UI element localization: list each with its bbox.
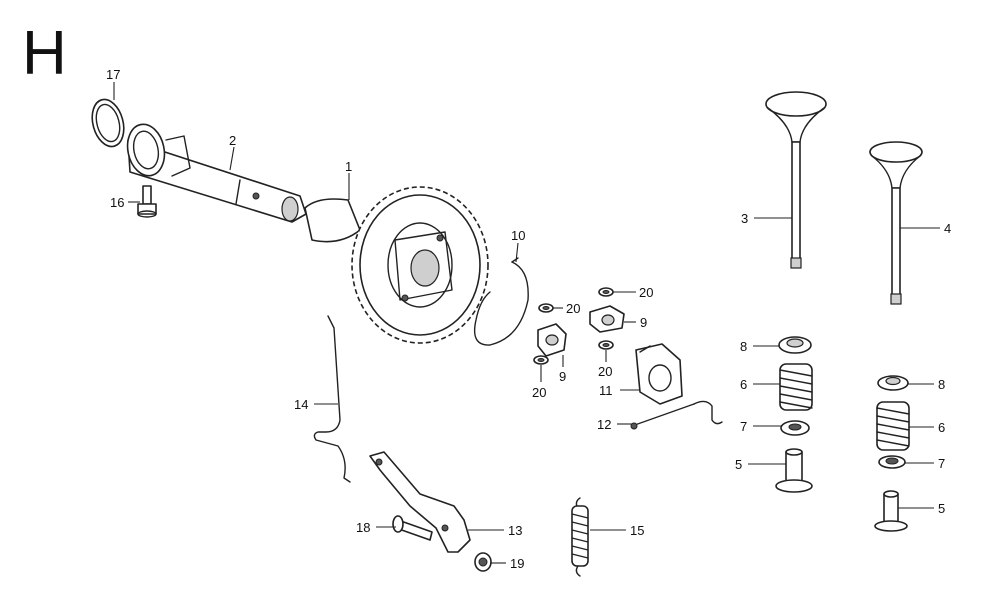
callout-10: 10 <box>511 228 525 243</box>
valve-spring-part-6-a <box>779 363 813 411</box>
callout-9-a: 9 <box>559 369 566 384</box>
valve-part-3 <box>765 91 827 269</box>
governor-arm-part-13 <box>369 451 471 553</box>
retainer-part-8-b <box>877 375 909 391</box>
bolt-part-16 <box>137 185 157 218</box>
callout-8-a: 8 <box>740 339 747 354</box>
leader-lines <box>113 82 940 564</box>
washer-part-20-b <box>598 287 614 297</box>
guide-part-5-a <box>775 448 813 493</box>
shaft-part-2 <box>126 123 307 223</box>
callout-14: 14 <box>294 397 308 412</box>
washer-part-20-d <box>533 355 549 365</box>
link-rod-part-14 <box>313 315 351 483</box>
callout-20-a: 20 <box>566 301 580 316</box>
bracket-part-11 <box>635 343 683 405</box>
callout-5-b: 5 <box>938 501 945 516</box>
rod-part-12 <box>630 400 723 430</box>
callout-3: 3 <box>741 211 748 226</box>
bolt-part-18 <box>392 515 433 541</box>
retainer-part-8-a <box>778 336 812 354</box>
callout-6-b: 6 <box>938 420 945 435</box>
callout-5-a: 5 <box>735 457 742 472</box>
nut-part-19 <box>474 552 492 572</box>
callout-7-b: 7 <box>938 456 945 471</box>
callout-17: 17 <box>106 67 120 82</box>
callout-8-b: 8 <box>938 377 945 392</box>
callout-9-b: 9 <box>640 315 647 330</box>
o-ring-part-17 <box>91 98 125 148</box>
washer-part-20-c <box>598 340 614 350</box>
callout-6-a: 6 <box>740 377 747 392</box>
valve-part-4 <box>869 141 923 305</box>
callout-13: 13 <box>508 523 522 538</box>
callout-2: 2 <box>229 133 236 148</box>
callout-20-b: 20 <box>639 285 653 300</box>
callout-15: 15 <box>630 523 644 538</box>
callout-19: 19 <box>510 556 524 571</box>
section-letter: H <box>22 19 67 88</box>
camshaft-gear-part-1 <box>304 186 489 344</box>
seal-part-7-b <box>878 455 906 469</box>
valve-spring-part-6-b <box>876 401 910 451</box>
spring-wire-part-10 <box>473 257 529 346</box>
rocker-arm-part-9-a <box>537 323 567 357</box>
rocker-arm-part-9-b <box>589 305 625 333</box>
callout-20-d: 20 <box>532 385 546 400</box>
washer-part-20-a <box>538 303 554 313</box>
callout-12: 12 <box>597 417 611 432</box>
callout-1: 1 <box>345 159 352 174</box>
guide-part-5-b <box>874 490 908 532</box>
seal-part-7-a <box>780 420 810 436</box>
callout-11: 11 <box>599 383 613 398</box>
callout-labels: 17 2 16 1 10 3 4 20 20 9 20 9 20 11 12 1… <box>106 67 951 571</box>
callout-16: 16 <box>110 195 124 210</box>
callout-7-a: 7 <box>740 419 747 434</box>
tension-spring-part-15 <box>571 497 589 577</box>
callout-18: 18 <box>356 520 370 535</box>
callout-4: 4 <box>944 221 951 236</box>
callout-20-c: 20 <box>598 364 612 379</box>
